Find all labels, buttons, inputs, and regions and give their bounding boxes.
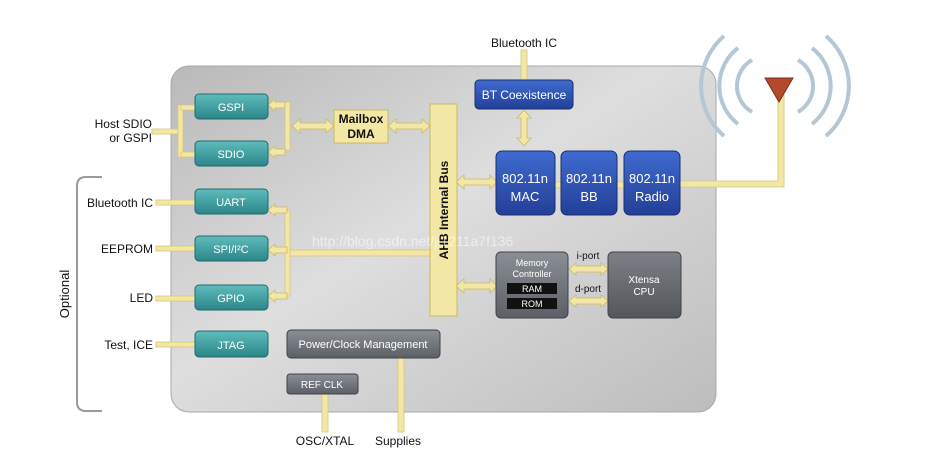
ref-clk-label: REF CLK [301, 380, 344, 391]
mac-block: 802.11n MAC [495, 150, 556, 216]
spi-i2c-block: SPI/I²C [194, 235, 269, 262]
watermark-text: http://blog.csdn.net/ji1211a7f136 [312, 233, 514, 249]
test-ice-label: Test, ICE [104, 338, 153, 352]
gpio-label: GPIO [217, 293, 245, 305]
radio-label-line1: 802.11n [629, 171, 675, 186]
sdio-label: SDIO [218, 149, 245, 161]
bluetooth-ic-top-label: Bluetooth IC [491, 36, 557, 50]
bt-coexistence-block: BT Coexistence [474, 79, 574, 110]
ahb-bus-label: AHB Internal Bus [437, 160, 451, 259]
uart-block: UART [194, 188, 269, 215]
host-sdio-label-line1: Host SDIO [95, 117, 152, 131]
cpu-label-line1: Xtensa [628, 275, 660, 286]
bb-block: 802.11n BB [560, 150, 618, 216]
power-clock-label: Power/Clock Management [298, 339, 427, 351]
bus-arrows [267, 98, 609, 308]
gspi-block: GSPI [194, 93, 269, 120]
mac-label-line2: MAC [511, 189, 540, 204]
ref-clk-block: REF CLK [286, 373, 359, 395]
mailbox-label-line2: DMA [347, 127, 375, 141]
memctrl-label-line1: Memory [516, 258, 549, 268]
uart-label: UART [216, 197, 246, 209]
iport-label: i-port [577, 251, 600, 262]
jtag-block: JTAG [194, 330, 269, 358]
bt-coexistence-label: BT Coexistence [482, 88, 567, 102]
bb-label-line2: BB [580, 189, 597, 204]
spi-i2c-label: SPI/I²C [213, 244, 249, 256]
led-label: LED [130, 291, 154, 305]
bb-label-line1: 802.11n [566, 171, 612, 186]
gspi-label: GSPI [218, 102, 244, 114]
mac-label-line1: 802.11n [502, 171, 548, 186]
mailbox-dma-block: Mailbox DMA [333, 109, 389, 144]
sdio-block: SDIO [194, 140, 269, 167]
rom-label: ROM [522, 299, 543, 309]
ahb-internal-bus: AHB Internal Bus [429, 103, 458, 317]
power-clock-block: Power/Clock Management [286, 329, 441, 359]
rom-block [507, 298, 557, 309]
optional-label: Optional [57, 270, 72, 319]
osc-xtal-label: OSC/XTAL [296, 434, 355, 448]
gpio-block: GPIO [194, 284, 269, 311]
memctrl-label-line2: Controller [512, 269, 551, 279]
dport-label: d-port [575, 284, 601, 295]
cpu-label-line2: CPU [633, 287, 654, 298]
radio-block: 802.11n Radio [623, 150, 681, 216]
antenna-icon [764, 77, 794, 103]
optional-bracket [76, 176, 102, 412]
ram-label: RAM [522, 284, 542, 294]
jtag-label: JTAG [217, 340, 244, 352]
memory-controller-block: Memory Controller RAM ROM [495, 251, 569, 319]
bluetooth-ic-left-label: Bluetooth IC [87, 196, 153, 210]
mailbox-label-line1: Mailbox [339, 112, 384, 126]
radio-label-line2: Radio [635, 189, 669, 204]
xtensa-cpu-block: Xtensa CPU [607, 251, 682, 319]
antenna-waves [699, 34, 851, 138]
supplies-label: Supplies [375, 434, 421, 448]
host-sdio-label-line2: or GSPI [109, 131, 152, 145]
ram-block [507, 283, 557, 294]
eeprom-label: EEPROM [101, 242, 153, 256]
